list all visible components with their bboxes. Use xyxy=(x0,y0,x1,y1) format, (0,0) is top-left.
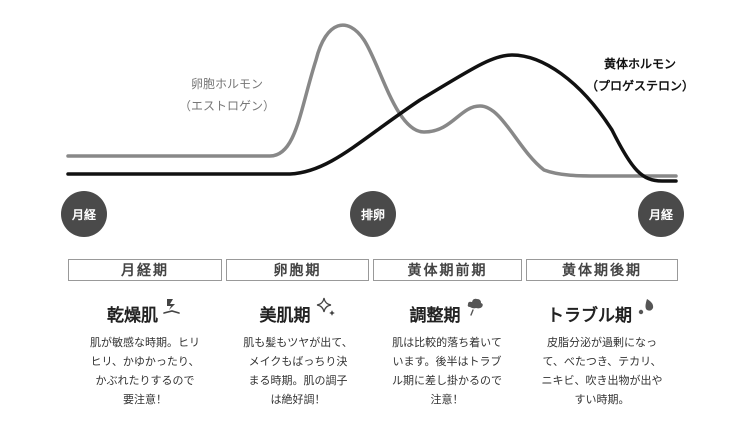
description-line: かぶれたりするので xyxy=(95,374,195,387)
description-line: ヒリ、かゆかったり、 xyxy=(90,355,200,368)
description-line: ル期に差し掛かるので xyxy=(392,374,502,387)
progesterone-alias: （プロゲステロン） xyxy=(585,79,694,93)
description-line: は絶好調！ xyxy=(270,393,326,406)
description-line: まる時期。肌の調子 xyxy=(248,374,348,387)
sparkle-icon xyxy=(316,297,335,316)
estrogen-label: 卵胞ホルモン （エストロゲン） xyxy=(168,73,286,117)
description-line: すい時期。 xyxy=(574,393,630,406)
description-line: 要注意！ xyxy=(123,393,167,406)
estrogen-alias: （エストロゲン） xyxy=(178,99,275,113)
skin-state-beautiful: 美肌期 xyxy=(226,296,369,330)
phase-menstrual: 月経期 xyxy=(68,259,222,281)
progesterone-label: 黄体ホルモン （プロゲステロン） xyxy=(576,53,704,97)
phase-description-follicular: 肌も髪もツヤが出て、 メイクもばっちり決 まる時期。肌の調子 は絶好調！ xyxy=(228,333,368,409)
crack-icon xyxy=(163,299,180,314)
skin-state-trouble: トラブル期 xyxy=(526,296,678,330)
description-line: 肌が敏感な時期。ヒリ xyxy=(90,336,200,349)
progesterone-name: 黄体ホルモン xyxy=(603,57,676,71)
phase-late-luteal: 黄体期後期 xyxy=(526,259,678,281)
period-end-marker: 月経 xyxy=(638,191,684,237)
phase-description-menstrual: 肌が敏感な時期。ヒリ ヒリ、かゆかったり、 かぶれたりするので 要注意！ xyxy=(72,333,218,409)
skin-state-adjusting: 調整期 xyxy=(373,296,522,330)
skin-state-label: 乾燥肌 xyxy=(107,305,158,326)
description-line: 皮脂分泌が過剰になっ xyxy=(547,336,657,349)
drop-icon xyxy=(638,299,654,315)
description-line: 肌は比較的落ち着いて xyxy=(392,336,502,349)
phase-description-late-luteal: 皮脂分泌が過剰になっ て、べたつき、テカリ、 ニキビ、吹き出物が出や すい時期。 xyxy=(527,333,677,409)
cloud-icon xyxy=(467,298,483,316)
skin-state-label: トラブル期 xyxy=(547,305,632,326)
skin-state-label: 調整期 xyxy=(409,305,461,326)
skin-state-dry: 乾燥肌 xyxy=(68,296,222,330)
phase-description-early-luteal: 肌は比較的落ち着いて います。後半はトラブ ル期に差し掛かるので 注意！ xyxy=(374,333,520,409)
description-line: 注意！ xyxy=(430,393,464,406)
description-line: て、べたつき、テカリ、 xyxy=(542,355,662,368)
progesterone-curve xyxy=(66,53,678,183)
phase-follicular: 卵胞期 xyxy=(226,259,369,281)
period-start-marker: 月経 xyxy=(61,191,107,237)
description-line: メイクもばっちり決 xyxy=(248,355,348,368)
description-line: います。後半はトラブ xyxy=(392,355,502,368)
description-line: 肌も髪もツヤが出て、 xyxy=(243,336,353,349)
estrogen-curve xyxy=(66,23,678,178)
phase-early-luteal: 黄体期前期 xyxy=(373,259,522,281)
ovulation-marker: 排卵 xyxy=(350,191,396,237)
skin-state-label: 美肌期 xyxy=(259,305,311,326)
hormone-curves-chart xyxy=(66,23,678,183)
estrogen-name: 卵胞ホルモン xyxy=(190,77,263,91)
description-line: ニキビ、吹き出物が出や xyxy=(541,374,663,387)
